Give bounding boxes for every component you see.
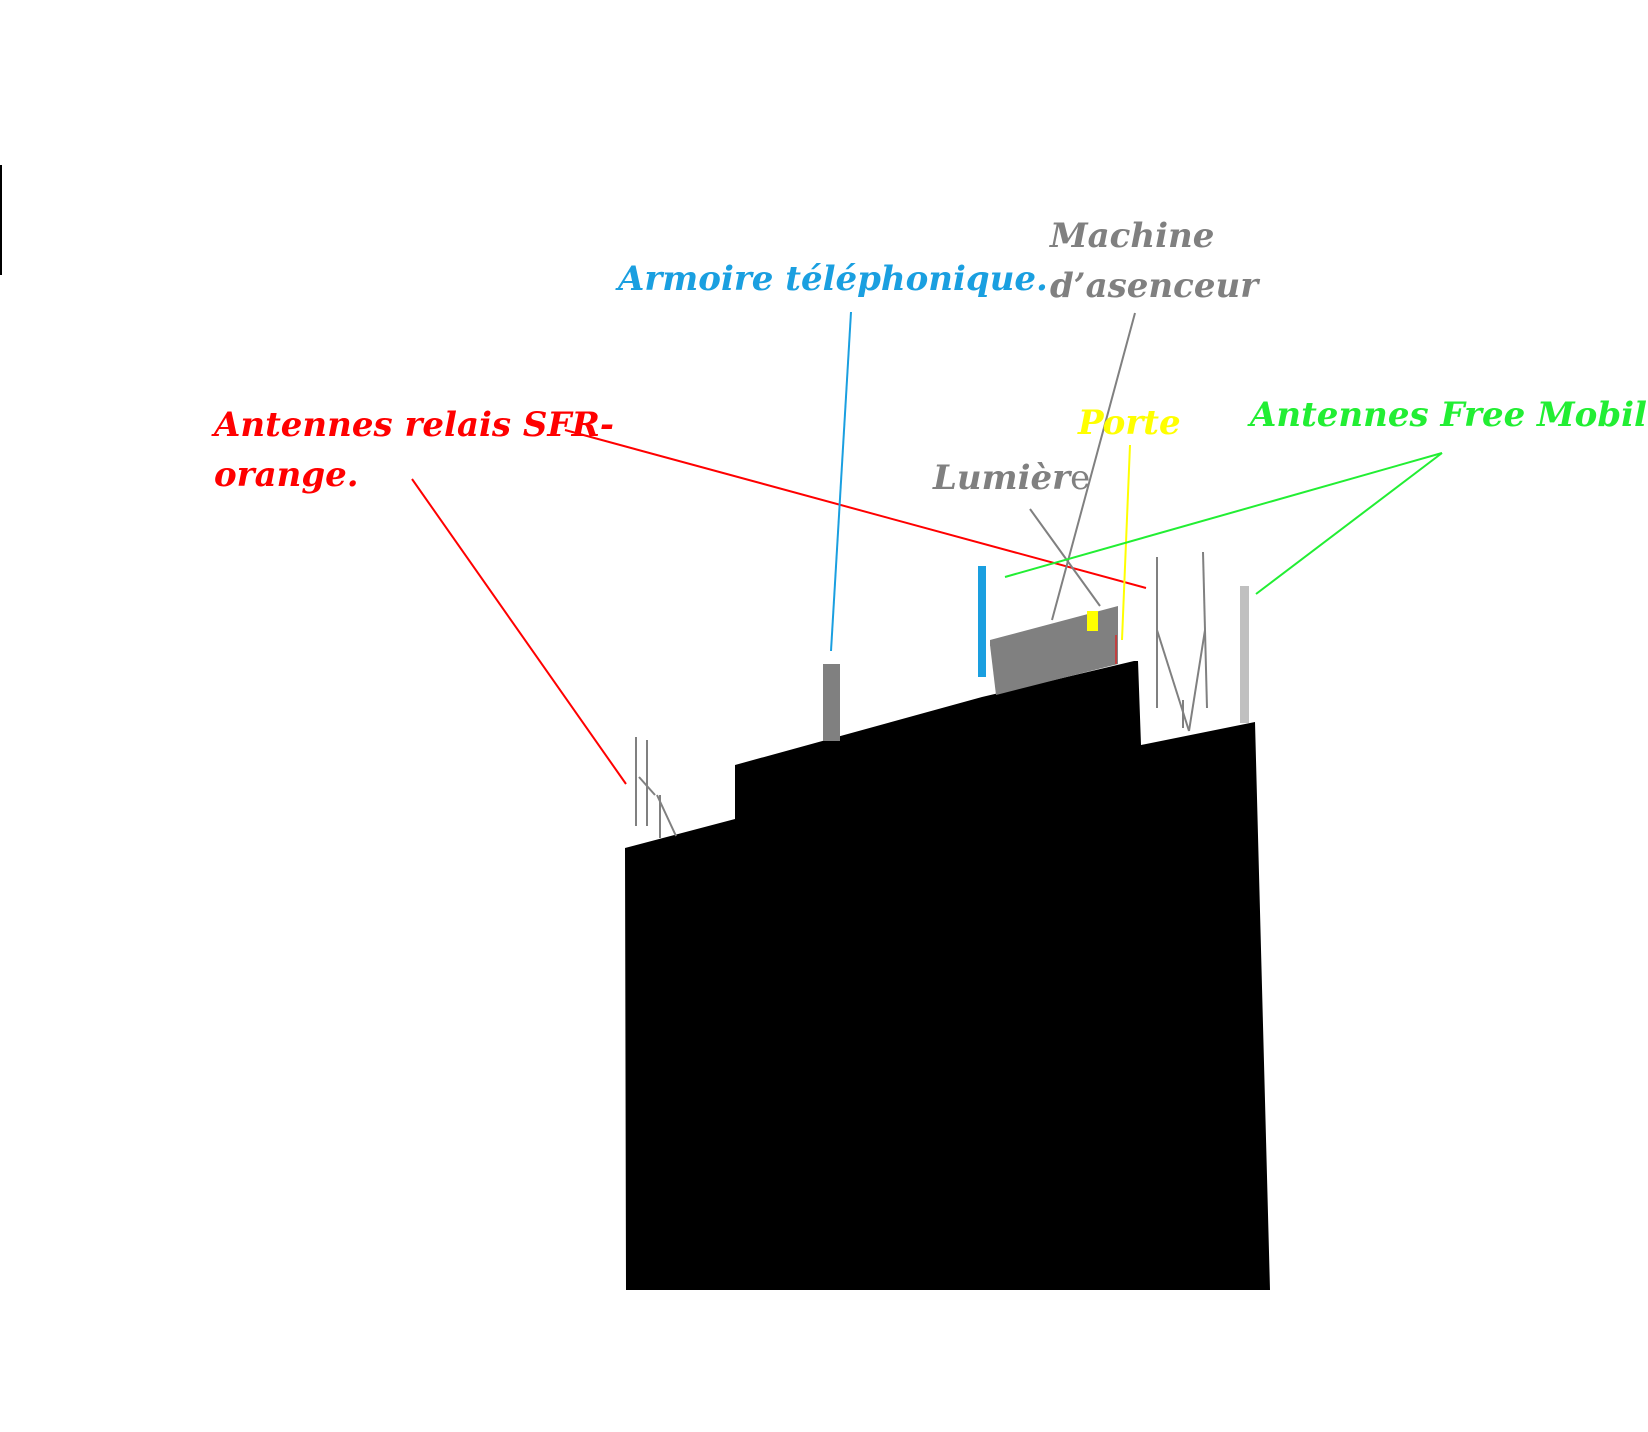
machine-leader xyxy=(1051,312,1136,621)
free-leader-left xyxy=(1004,452,1443,578)
lumiere-label: Lumière xyxy=(933,453,1090,503)
leader-lines xyxy=(411,311,1443,785)
sfr-label-line1: Antennes relais SFR- xyxy=(214,405,614,445)
machine-roof xyxy=(990,606,1118,646)
machine-label-line2: d’asenceur xyxy=(1050,266,1259,306)
lumiere-leader xyxy=(1029,508,1101,607)
armoire-leader xyxy=(830,311,852,652)
machine-label-line1: Machine xyxy=(1050,216,1215,256)
sfr-leader-right xyxy=(564,429,1147,589)
building xyxy=(625,661,1270,1290)
free-mobile-antenna xyxy=(1240,586,1249,723)
armoire-label: Armoire téléphonique. xyxy=(618,259,1048,299)
free-leader-right xyxy=(1255,452,1443,595)
sfr-left-antennas xyxy=(635,737,677,838)
lumiere-label-main: Lumièr xyxy=(933,458,1071,498)
door xyxy=(1087,611,1098,631)
free-label: Antennes Free Mobile. xyxy=(1250,395,1648,435)
sfr-leader-left xyxy=(411,478,627,785)
lumiere-label-last: e xyxy=(1070,458,1091,498)
elevator-machine-room xyxy=(990,608,1118,695)
telephone-cabinet xyxy=(823,664,840,741)
sfr-right-antennas xyxy=(1156,551,1208,732)
blue-antenna xyxy=(978,566,986,677)
porte-label: Porte xyxy=(1078,403,1181,443)
sfr-label-line2: orange. xyxy=(214,455,359,495)
